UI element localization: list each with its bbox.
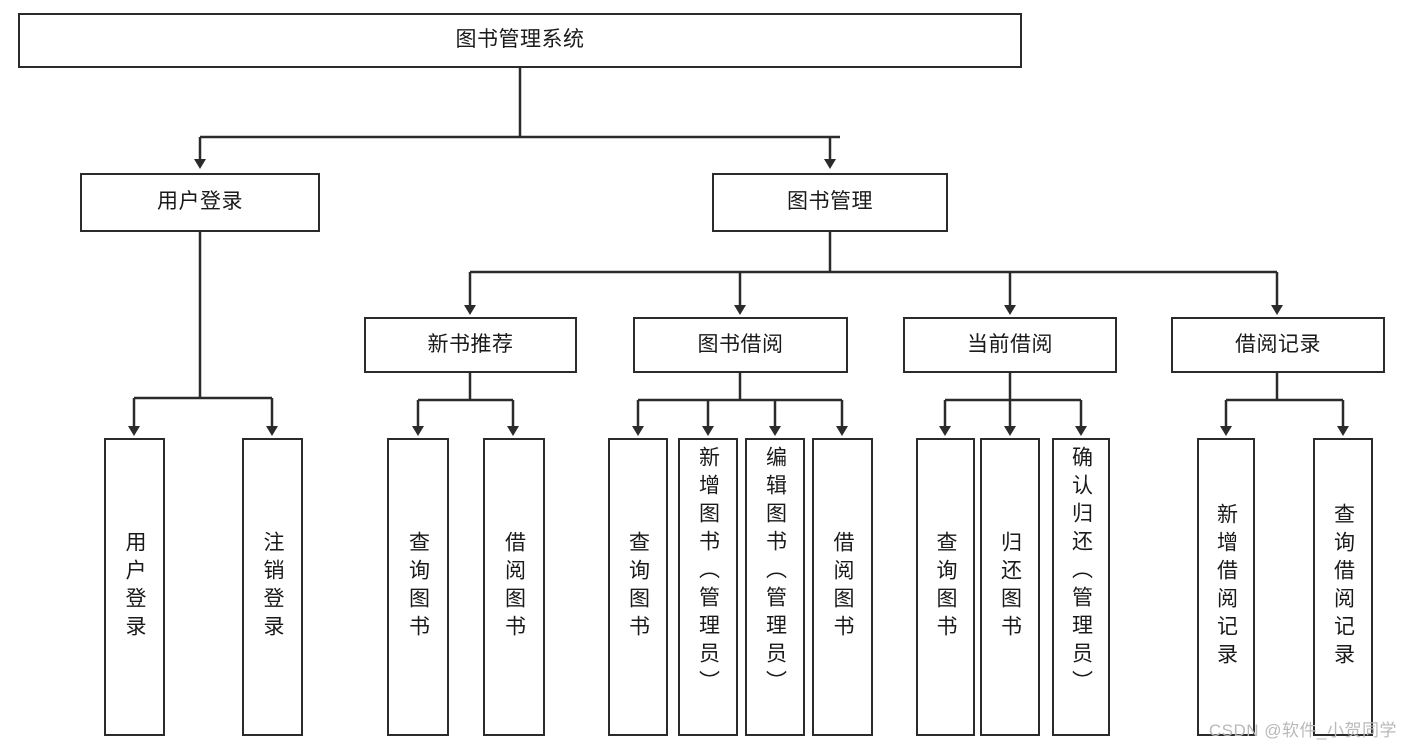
watermark-text: CSDN @软件_小贺同学 (1208, 721, 1397, 740)
node-leaf-add-book-label: 新增图书（管理员） (696, 446, 720, 698)
node-leaf-add-record-label: 新增借阅记录 (1214, 503, 1238, 671)
node-current-borrow[interactable]: 当前借阅 (903, 317, 1117, 373)
node-leaf-add-record[interactable]: 新增借阅记录 (1197, 438, 1255, 736)
node-leaf-return-book[interactable]: 归还图书 (980, 438, 1040, 736)
node-leaf-query-book-3-label: 查询图书 (934, 531, 957, 643)
node-leaf-logout-login[interactable]: 注销登录 (242, 438, 303, 736)
node-leaf-query-record[interactable]: 查询借阅记录 (1313, 438, 1373, 736)
node-leaf-user-login[interactable]: 用户登录 (104, 438, 165, 736)
node-leaf-query-book-2-label: 查询图书 (626, 531, 650, 643)
node-leaf-query-record-label: 查询借阅记录 (1331, 503, 1355, 671)
node-leaf-logout-login-label: 注销登录 (261, 531, 284, 643)
node-book-management-label: 图书管理 (787, 190, 873, 214)
node-book-borrow[interactable]: 图书借阅 (633, 317, 848, 373)
node-leaf-confirm-return-label: 确认归还（管理员） (1069, 446, 1093, 698)
node-new-book-recommend-label: 新书推荐 (427, 332, 514, 356)
node-book-management[interactable]: 图书管理 (712, 173, 948, 232)
node-leaf-query-book-1[interactable]: 查询图书 (387, 438, 449, 736)
node-leaf-edit-book-label: 编辑图书（管理员） (763, 446, 787, 698)
node-leaf-query-book-2[interactable]: 查询图书 (608, 438, 668, 736)
node-borrow-record[interactable]: 借阅记录 (1171, 317, 1385, 373)
node-leaf-borrow-book-2-label: 借阅图书 (831, 531, 854, 643)
node-leaf-borrow-book-1[interactable]: 借阅图书 (483, 438, 545, 736)
node-user-login[interactable]: 用户登录 (80, 173, 320, 232)
node-leaf-return-book-label: 归还图书 (998, 531, 1022, 643)
node-root[interactable]: 图书管理系统 (18, 13, 1022, 68)
node-user-login-label: 用户登录 (157, 190, 243, 214)
node-new-book-recommend[interactable]: 新书推荐 (364, 317, 577, 373)
node-leaf-borrow-book-2[interactable]: 借阅图书 (812, 438, 873, 736)
node-borrow-record-label: 借阅记录 (1235, 332, 1321, 356)
node-leaf-query-book-3[interactable]: 查询图书 (916, 438, 975, 736)
node-leaf-edit-book[interactable]: 编辑图书（管理员） (745, 438, 805, 736)
node-leaf-query-book-1-label: 查询图书 (406, 531, 430, 643)
node-current-borrow-label: 当前借阅 (967, 332, 1053, 356)
node-leaf-confirm-return[interactable]: 确认归还（管理员） (1052, 438, 1110, 736)
node-book-borrow-label: 图书借阅 (697, 332, 784, 356)
node-root-label: 图书管理系统 (455, 28, 585, 52)
node-leaf-user-login-label: 用户登录 (123, 531, 146, 643)
node-leaf-borrow-book-1-label: 借阅图书 (502, 531, 526, 643)
node-leaf-add-book[interactable]: 新增图书（管理员） (678, 438, 738, 736)
